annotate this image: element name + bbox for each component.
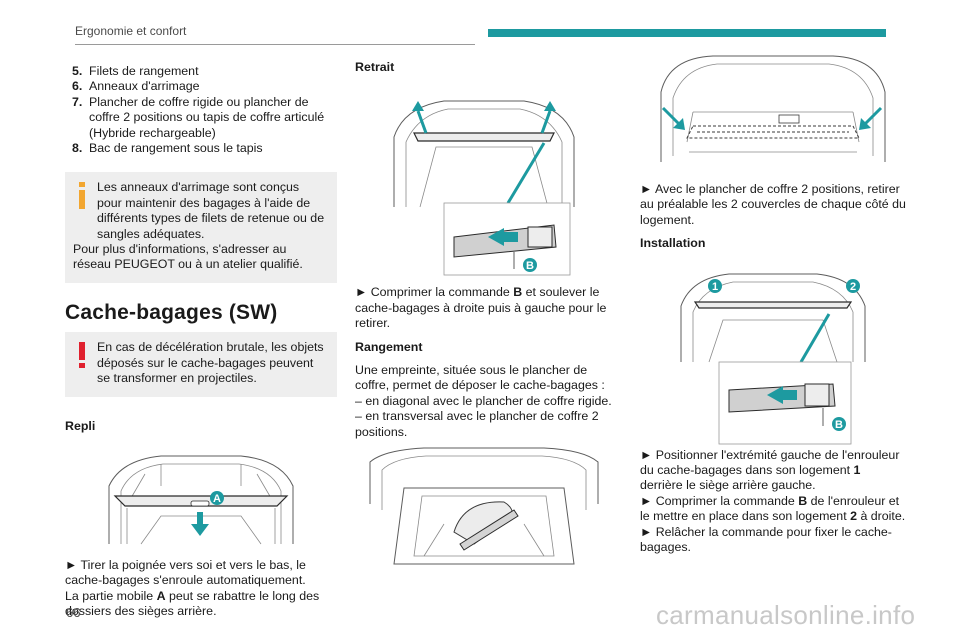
list-item: 7. Plancher de coffre rigide ou plancher … xyxy=(65,95,337,141)
list-item: 8. Bac de rangement sous le tapis xyxy=(65,141,337,156)
repli-text-1: ► Tirer la poignée vers soi et vers le b… xyxy=(65,557,306,588)
column-1: 5. Filets de rangement 6. Anneaux d'arrima… xyxy=(65,58,337,620)
svg-text:B: B xyxy=(835,419,843,431)
installation-step-3: ► Relâcher la commande pour fixer le cac… xyxy=(640,524,892,555)
svg-text:1: 1 xyxy=(712,281,718,293)
warning-icon xyxy=(79,342,85,369)
list-item-number: 5. xyxy=(72,64,83,78)
column-2: Retrait B ► Comprimer la commande B et s… xyxy=(355,58,613,584)
repli-heading: Repli xyxy=(65,418,96,433)
repli-illustration: A xyxy=(108,455,294,545)
column-3: ► Avec le plancher de coffre 2 positions… xyxy=(640,55,906,555)
retrait-heading: Retrait xyxy=(355,60,395,74)
list-item-text: Plancher de coffre rigide ou plancher de… xyxy=(89,94,325,140)
marker-2 xyxy=(846,278,860,293)
list-item-number: 7. xyxy=(72,94,83,109)
installation-heading: Installation xyxy=(640,236,706,251)
numbered-list: 5. Filets de rangement 6. Anneaux d'arrima… xyxy=(65,58,337,156)
rangement-heading: Rangement xyxy=(355,339,423,354)
warning-box: En cas de décélération brutale, les obje… xyxy=(65,332,337,397)
list-item-number: 6. xyxy=(72,79,83,94)
list-item: 6. Anneaux d'arrimage xyxy=(65,79,337,94)
retrait-illustration: B xyxy=(393,100,575,276)
list-item-text: Filets de rangement xyxy=(89,64,199,78)
repli-text-2: La partie mobile A peut se rabattre le l… xyxy=(65,588,320,619)
page-number: 66 xyxy=(66,605,81,620)
info-box: Les anneaux d'arrimage sont conçus pour … xyxy=(65,172,337,283)
floor-instruction: ► Avec le plancher de coffre 2 positions… xyxy=(640,182,906,227)
svg-text:A: A xyxy=(213,493,221,505)
marker-b xyxy=(832,416,846,431)
retrait-text: ► Comprimer la commande B et soulever le… xyxy=(355,285,607,331)
watermark: carmanualsonline.info xyxy=(656,600,916,630)
svg-text:2: 2 xyxy=(850,281,856,293)
marker-a xyxy=(210,490,224,505)
list-item-text: Bac de rangement sous le tapis xyxy=(89,141,263,156)
rangement-item: – en transversal avec le plancher de cof… xyxy=(355,409,599,439)
info-box-text: Les anneaux d'arrimage sont conçus pour … xyxy=(97,180,325,241)
section-title: Cache-bagages (SW) xyxy=(65,300,278,324)
rangement-illustration xyxy=(369,447,599,565)
info-icon xyxy=(79,182,85,210)
marker-1 xyxy=(708,278,722,293)
marker-b xyxy=(523,258,537,273)
list-item-number: 8. xyxy=(72,141,83,156)
svg-text:B: B xyxy=(526,260,534,272)
installation-step-2: ► Comprimer la commande B de l'enrouleur… xyxy=(640,493,906,524)
warning-box-text: En cas de décélération brutale, les obje… xyxy=(97,340,324,386)
rangement-item: – en diagonal avec le plancher de coffre… xyxy=(355,393,612,408)
installation-step-1: ► Positionner l'extrémité gauche de l'en… xyxy=(640,447,900,493)
header-rule xyxy=(75,44,475,45)
rangement-text: Une empreinte, située sous le plancher d… xyxy=(355,363,605,393)
info-box-text-2: Pour plus d'informations, s'adresser au … xyxy=(73,242,303,272)
list-item-text: Anneaux d'arrimage xyxy=(89,79,200,94)
header-accent-bar xyxy=(488,29,886,37)
installation-illustration: 1 2 B xyxy=(680,273,866,445)
running-header-title: Ergonomie et confort xyxy=(75,24,187,38)
trunk-floor-illustration xyxy=(660,55,886,162)
list-item: 5. Filets de rangement xyxy=(65,64,337,79)
